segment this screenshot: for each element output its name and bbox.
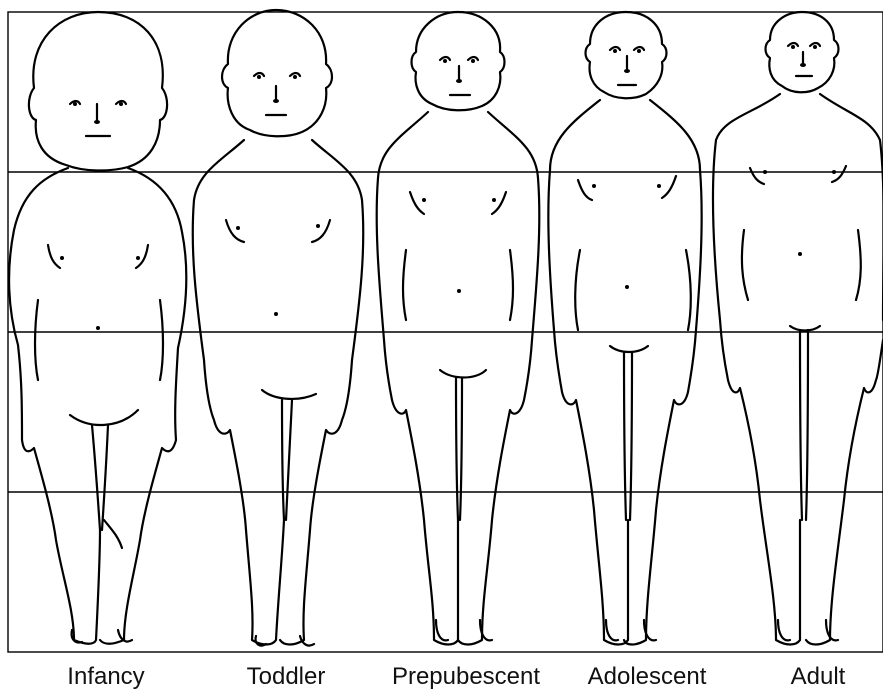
- caption-prepubescent: Prepubescent: [392, 663, 540, 690]
- caption-adult: Adult: [791, 663, 846, 690]
- figure-toddler: [193, 10, 364, 646]
- infancy-head: [29, 12, 167, 171]
- figure-adolescent: [548, 12, 701, 645]
- figure-prepubescent: [377, 12, 540, 645]
- toddler-head: [222, 10, 332, 136]
- caption-infancy: Infancy: [67, 663, 144, 690]
- caption-adolescent: Adolescent: [588, 663, 707, 690]
- figure-adult: [713, 12, 883, 645]
- figure-infancy: [9, 12, 186, 644]
- adult-body: [713, 94, 883, 645]
- toddler-body: [193, 140, 364, 645]
- caption-toddler: Toddler: [247, 663, 326, 690]
- infancy-body: [9, 168, 186, 644]
